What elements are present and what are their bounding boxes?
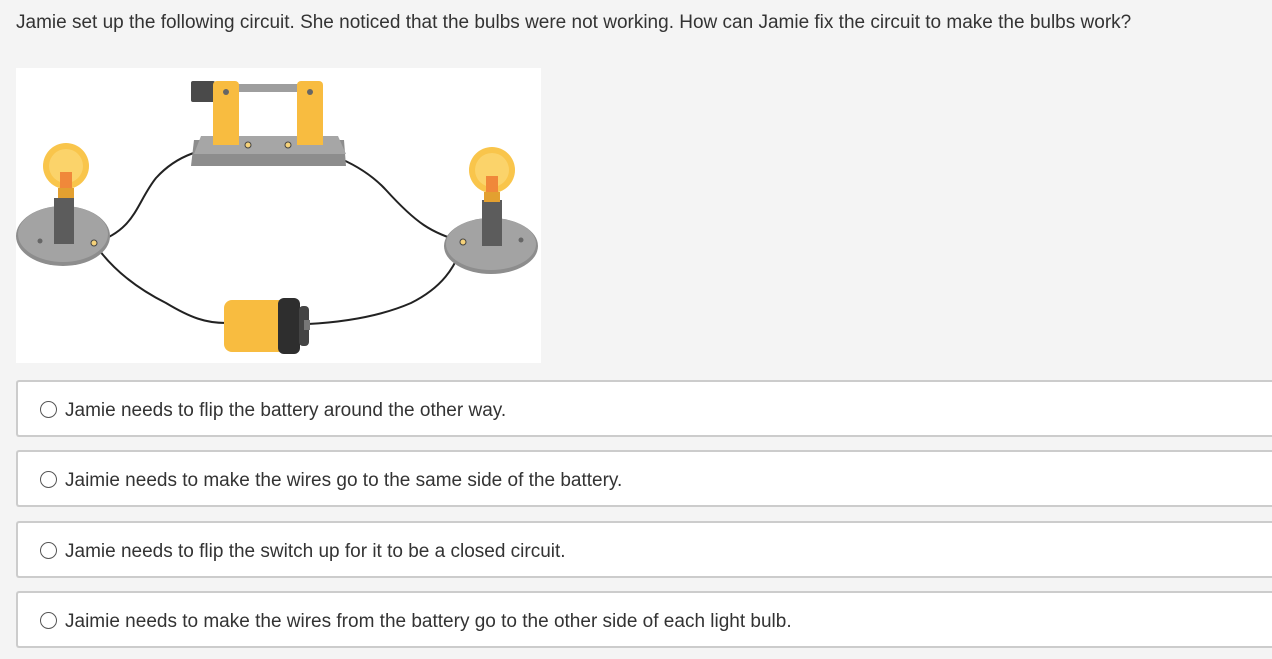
answer-option-2[interactable]: Jaimie needs to make the wires go to the… [16,450,1272,507]
radio-button-4[interactable] [40,612,57,629]
answer-option-label: Jaimie needs to make the wires go to the… [65,470,623,491]
wire-left-battery [93,242,227,324]
left-light-bulb-icon [16,143,110,266]
answer-option-label: Jaimie needs to make the wires from the … [65,611,792,632]
question-text: Jamie set up the following circuit. She … [16,12,1132,33]
wire-right-battery [307,241,464,325]
answer-option-label: Jamie needs to flip the battery around t… [65,400,507,421]
answer-option-1[interactable]: Jamie needs to flip the battery around t… [16,380,1272,437]
circuit-diagram [16,81,538,354]
answer-option-3[interactable]: Jamie needs to flip the switch up for it… [16,521,1272,578]
right-light-bulb-icon [444,147,538,274]
radio-button-3[interactable] [40,542,57,559]
battery-icon [224,298,310,354]
radio-button-1[interactable] [40,401,57,418]
answer-option-4[interactable]: Jaimie needs to make the wires from the … [16,591,1272,648]
radio-button-2[interactable] [40,471,57,488]
knife-switch-icon [191,81,346,166]
circuit-figure [16,68,541,363]
answer-option-label: Jamie needs to flip the switch up for it… [65,541,566,562]
